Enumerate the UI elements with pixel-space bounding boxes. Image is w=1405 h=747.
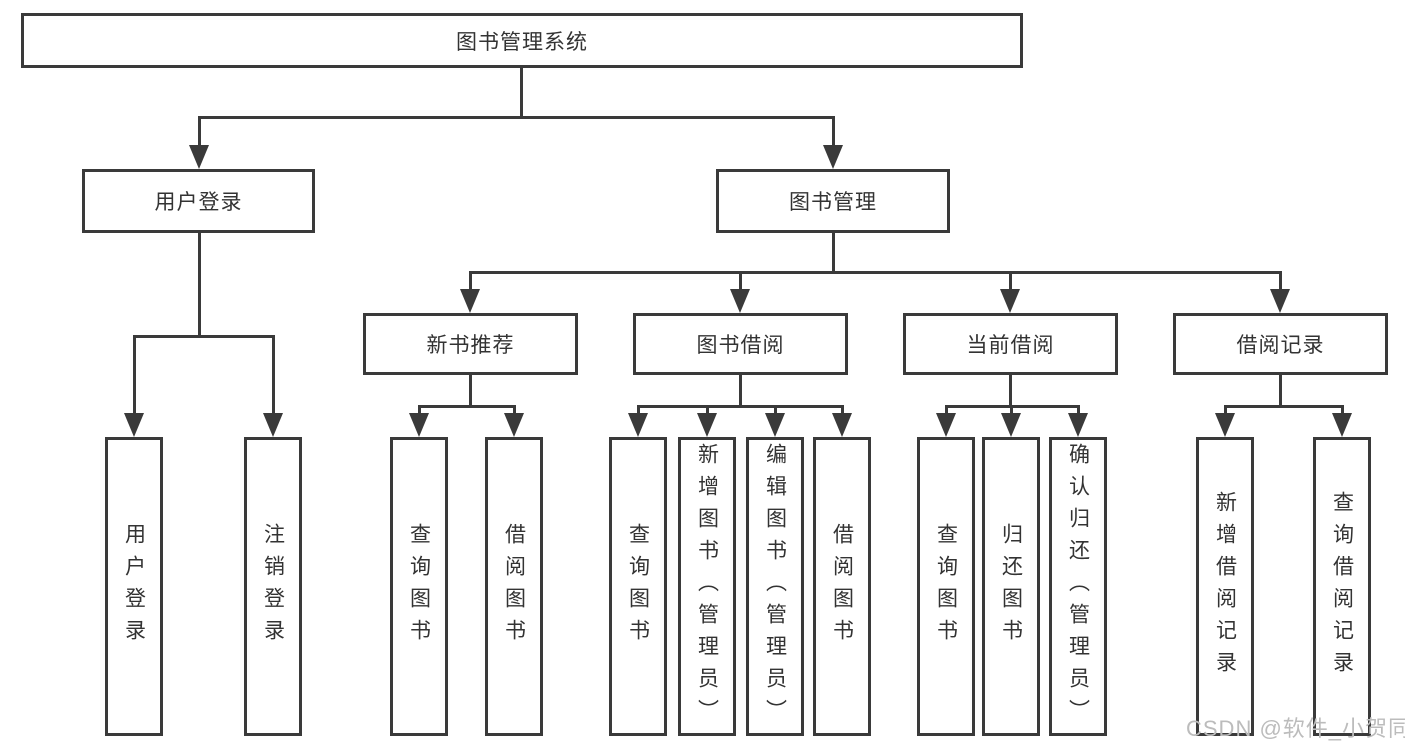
leaf-newbook-borrow-books: 借阅图书 (485, 437, 543, 736)
leaf-records-add-record-label: 新增借阅记录 (1213, 490, 1237, 683)
leaf-records-query-record-label: 查询借阅记录 (1330, 490, 1354, 683)
leaf-current-query-books: 查询图书 (917, 437, 975, 736)
connector-v (1279, 375, 1282, 407)
node-current-borrowing: 当前借阅 (903, 313, 1118, 375)
arrowhead (765, 413, 785, 437)
leaf-borrowing-edit-books-admin-label: 编辑图书（管理员） (763, 442, 787, 731)
connector-v (832, 233, 835, 273)
node-book-borrowing-label: 图书借阅 (696, 334, 785, 357)
arrowhead (1215, 413, 1235, 437)
arrowhead (460, 289, 480, 313)
arrowhead (628, 413, 648, 437)
leaf-logout-login-label: 注销登录 (261, 522, 285, 651)
node-borrowing-records: 借阅记录 (1173, 313, 1388, 375)
node-book-management: 图书管理 (716, 169, 950, 233)
leaf-logout-login: 注销登录 (244, 437, 302, 736)
node-new-book-recommend: 新书推荐 (363, 313, 578, 375)
leaf-borrowing-query-books-label: 查询图书 (626, 522, 650, 651)
leaf-user-login-label: 用户登录 (122, 522, 146, 651)
node-current-borrowing-label: 当前借阅 (966, 334, 1055, 357)
leaf-borrowing-add-books-admin-label: 新增图书（管理员） (695, 442, 719, 731)
connector-v (1077, 405, 1080, 417)
node-book-management-label: 图书管理 (789, 191, 877, 214)
arrowhead (124, 413, 144, 437)
arrowhead (1068, 413, 1088, 437)
connector-v (1009, 271, 1012, 291)
leaf-newbook-borrow-books-label: 借阅图书 (502, 522, 526, 651)
leaf-borrowing-edit-books-admin: 编辑图书（管理员） (746, 437, 804, 736)
connector-h (637, 405, 844, 408)
leaf-borrowing-borrow-books-label: 借阅图书 (830, 522, 854, 651)
connector-v (1010, 405, 1013, 417)
watermark: CSDN @软件_小贺同学 (1186, 716, 1405, 741)
arrowhead (1000, 289, 1020, 313)
connector-v (513, 405, 516, 417)
connector-h (418, 405, 516, 408)
connector-v (272, 335, 275, 415)
node-book-borrowing: 图书借阅 (633, 313, 848, 375)
leaf-newbook-query-books-label: 查询图书 (407, 522, 431, 651)
arrowhead (936, 413, 956, 437)
connector-v (841, 405, 844, 417)
connector-v (739, 375, 742, 407)
connector-v (637, 405, 640, 417)
node-borrowing-records-label: 借阅记录 (1236, 334, 1325, 357)
arrowhead (263, 413, 283, 437)
connector-v (774, 405, 777, 417)
leaf-records-add-record: 新增借阅记录 (1196, 437, 1254, 736)
arrowhead (832, 413, 852, 437)
connector-v (198, 233, 201, 337)
arrowhead (1001, 413, 1021, 437)
arrowhead (697, 413, 717, 437)
leaf-borrowing-query-books: 查询图书 (609, 437, 667, 736)
connector-v (1341, 405, 1344, 417)
connector-v (469, 375, 472, 407)
connector-v (133, 335, 136, 415)
arrowhead (823, 145, 843, 169)
leaf-user-login: 用户登录 (105, 437, 163, 736)
node-user-login: 用户登录 (82, 169, 315, 233)
node-new-book-recommend-label: 新书推荐 (426, 334, 515, 357)
arrowhead (1332, 413, 1352, 437)
node-root: 图书管理系统 (21, 13, 1023, 68)
connector-h (198, 116, 835, 119)
connector-v (418, 405, 421, 417)
connector-v (469, 271, 472, 291)
connector-v (1224, 405, 1227, 417)
leaf-borrowing-add-books-admin: 新增图书（管理员） (678, 437, 736, 736)
connector-v (945, 405, 948, 417)
connector-v (706, 405, 709, 417)
connector-v (520, 68, 523, 118)
leaf-current-return-books-label: 归还图书 (999, 522, 1023, 651)
node-user-login-label: 用户登录 (154, 191, 243, 214)
arrowhead (189, 145, 209, 169)
node-root-label: 图书管理系统 (456, 30, 588, 54)
leaf-records-query-record: 查询借阅记录 (1313, 437, 1371, 736)
leaf-current-confirm-return-admin: 确认归还（管理员） (1049, 437, 1107, 736)
connector-h (469, 271, 1282, 274)
leaf-current-query-books-label: 查询图书 (934, 522, 958, 651)
leaf-current-confirm-return-admin-label: 确认归还（管理员） (1066, 442, 1090, 731)
connector-v (832, 116, 835, 147)
connector-h (1224, 405, 1344, 408)
leaf-newbook-query-books: 查询图书 (390, 437, 448, 736)
arrowhead (409, 413, 429, 437)
leaf-current-return-books: 归还图书 (982, 437, 1040, 736)
connector-v (1279, 271, 1282, 291)
connector-h (133, 335, 275, 338)
connector-v (739, 271, 742, 291)
arrowhead (504, 413, 524, 437)
connector-v (1009, 375, 1012, 407)
arrowhead (730, 289, 750, 313)
connector-v (198, 116, 201, 147)
arrowhead (1270, 289, 1290, 313)
leaf-borrowing-borrow-books: 借阅图书 (813, 437, 871, 736)
